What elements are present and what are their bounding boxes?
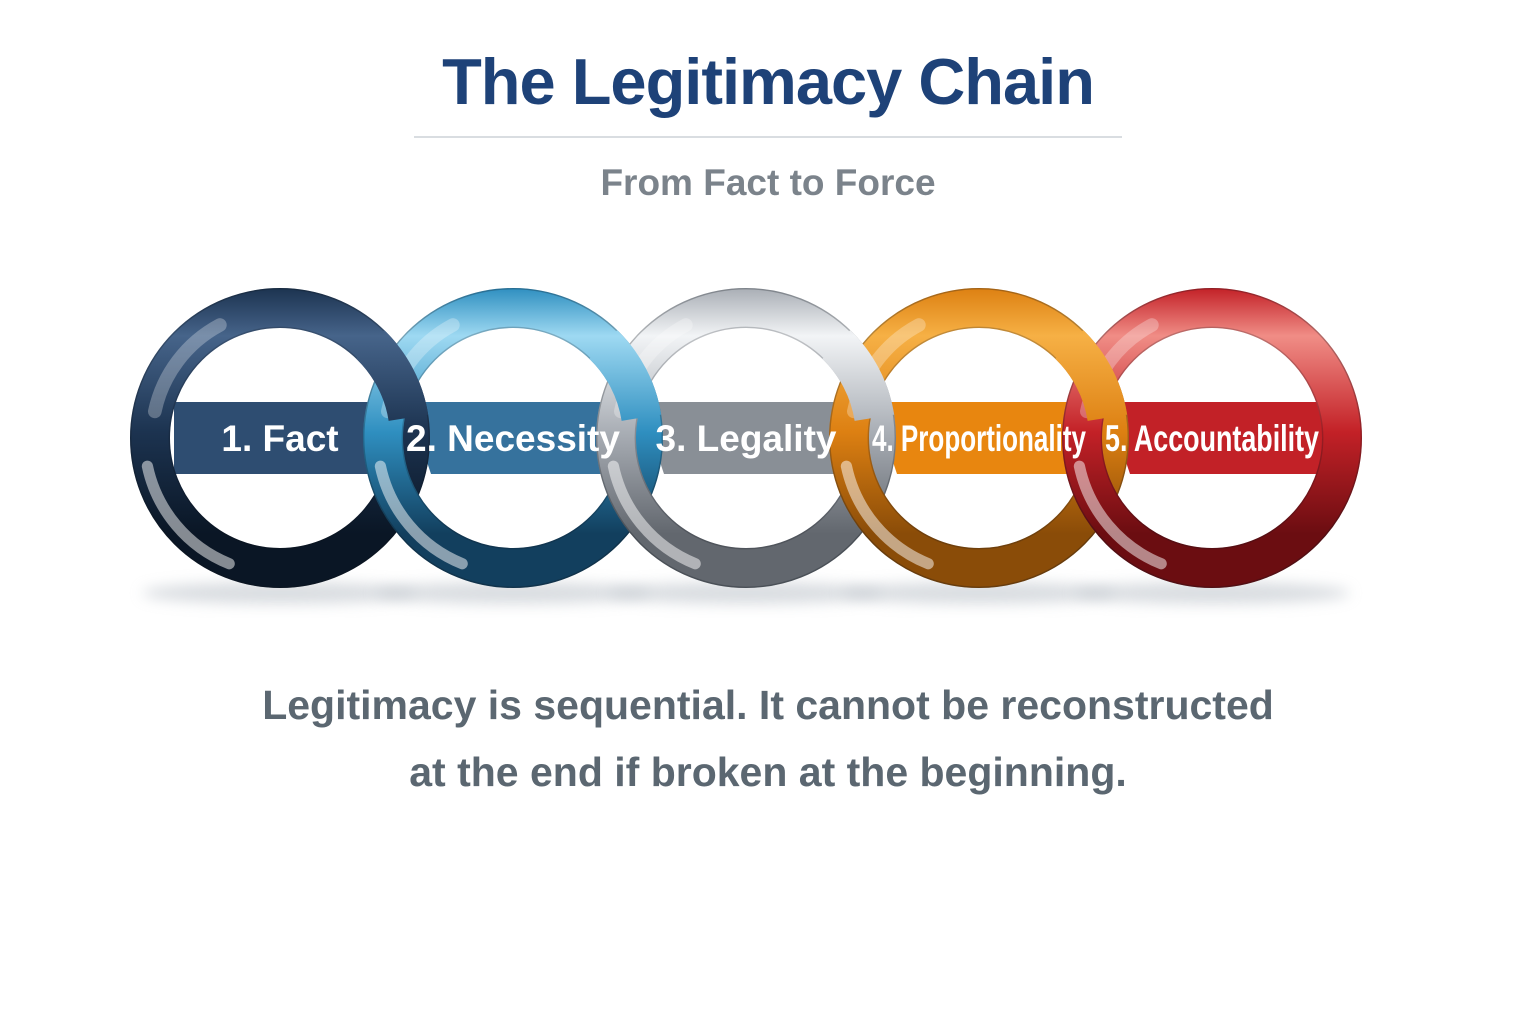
weave-overlap: [588, 330, 662, 422]
weave-overlap: [821, 330, 895, 422]
ring-highlight: [148, 318, 227, 419]
banner-3-legality: [640, 402, 870, 475]
weave-overlap: [1054, 330, 1128, 422]
label-2-necessity: 2. Necessity: [406, 418, 620, 459]
page-subtitle: From Fact to Force: [600, 162, 936, 204]
label-3-legality: 3. Legality: [656, 418, 837, 459]
label-5-accountability: 5. Accountability: [1105, 418, 1319, 459]
banner-2-necessity: [407, 402, 637, 475]
ring-5-accountability: [1061, 288, 1362, 589]
ring-4-proportionality: [829, 288, 1130, 589]
title-divider: [414, 136, 1122, 139]
chain-graphic: 1. Fact 2. Necessity 3. Legality 4. Proport…: [129, 288, 1362, 605]
ring-highlight: [1073, 460, 1167, 570]
ring-highlight: [840, 460, 934, 570]
banner-5-accountability: [1106, 402, 1336, 475]
ring-2-necessity: [363, 288, 664, 589]
ring-highlight: [374, 460, 468, 570]
banner-4-proportionality: [873, 402, 1103, 475]
ring-shadow: [142, 582, 418, 605]
label-1-fact: 1. Fact: [221, 418, 338, 459]
legitimacy-chain-diagram: 1. Fact 2. Necessity 3. Legality 4. Proport…: [0, 268, 1536, 628]
ring-shadow: [375, 582, 651, 605]
banner-1-fact: [174, 402, 404, 475]
label-4-proportionality: 4. Proportionality: [872, 418, 1086, 459]
page-title: The Legitimacy Chain: [442, 45, 1095, 118]
caption-text: Legitimacy is sequential. It cannot be r…: [262, 672, 1274, 805]
ring-shadow: [1074, 582, 1350, 605]
ring-shadow: [608, 582, 884, 605]
ring-shadow: [841, 582, 1117, 605]
ring-1-fact: [129, 288, 431, 589]
caption-line-2: at the end if broken at the beginning.: [409, 748, 1127, 795]
caption-line-1: Legitimacy is sequential. It cannot be r…: [262, 682, 1274, 729]
weave-overlap: [355, 330, 429, 422]
ring-highlight: [607, 460, 701, 570]
ring-highlight: [141, 460, 235, 570]
